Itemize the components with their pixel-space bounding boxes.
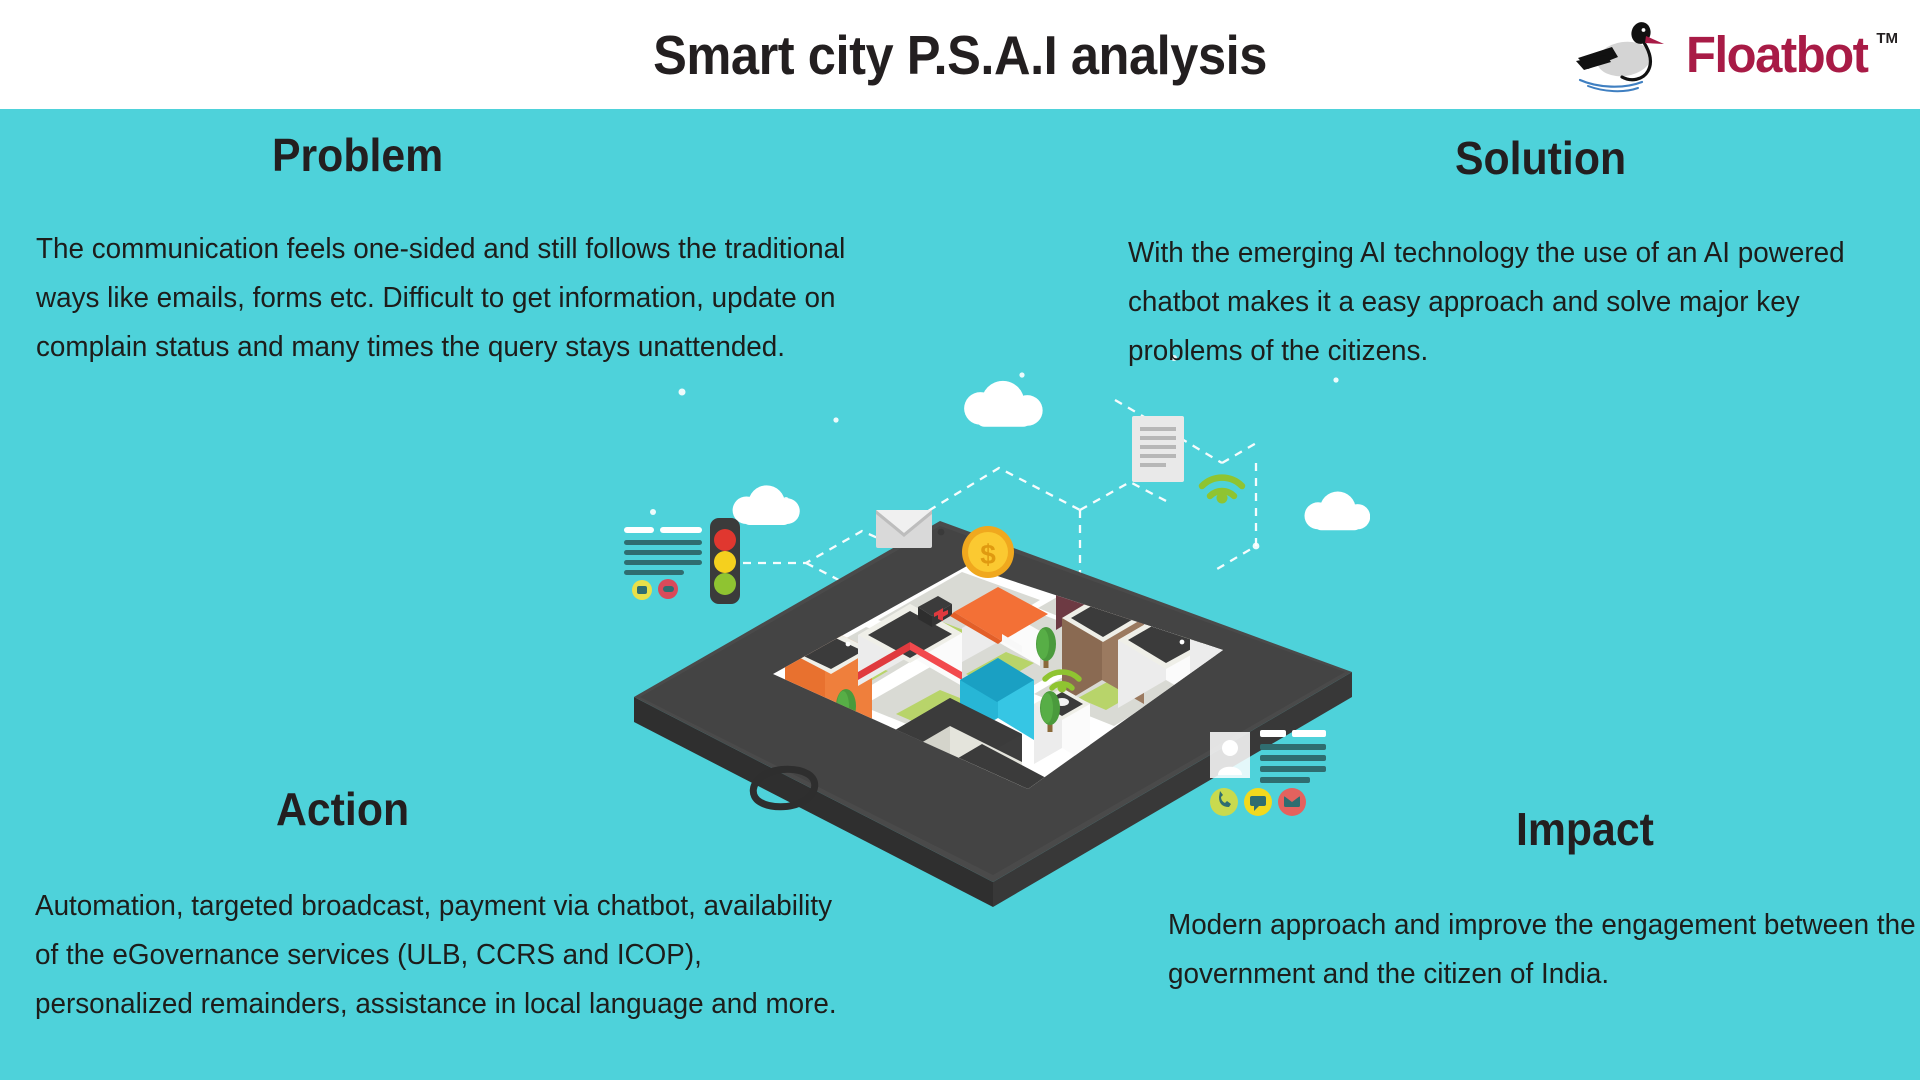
mail-circle-icon xyxy=(1278,788,1306,816)
impact-text: Modern approach and improve the engageme… xyxy=(1168,909,1916,990)
page-title: Smart city P.S.A.I analysis xyxy=(653,23,1267,86)
problem-text: The communication feels one-sided and st… xyxy=(36,233,846,363)
action-heading: Action xyxy=(276,783,410,835)
action-text: Automation, targeted broadcast, payment … xyxy=(35,890,837,1020)
hospital-cross-icon xyxy=(918,596,952,627)
smart-city-illustration: $ xyxy=(610,350,1370,910)
traffic-light-icon xyxy=(710,518,740,604)
home-button-icon xyxy=(749,765,819,811)
contact-action-icons xyxy=(1210,788,1306,816)
phone-circle-icon xyxy=(1210,788,1238,816)
trademark-mark: TM xyxy=(1876,29,1898,47)
building-hospital xyxy=(858,596,962,789)
wifi-icon xyxy=(1198,474,1246,504)
solution-heading: Solution xyxy=(1455,132,1627,184)
floatbot-logo: Floatbot TM xyxy=(1576,12,1898,96)
problem-heading: Problem xyxy=(272,129,444,181)
header-bar: Smart city P.S.A.I analysis xyxy=(0,0,1920,109)
coin-symbol: $ xyxy=(980,539,996,570)
logo-wordmark: Floatbot xyxy=(1686,25,1869,83)
building-orange-roof-house xyxy=(950,587,1048,666)
info-card-icon xyxy=(624,527,702,600)
solution-text: With the emerging AI technology the use … xyxy=(1128,237,1845,367)
cloud-icon xyxy=(732,380,1370,531)
impact-heading: Impact xyxy=(1516,803,1654,855)
swan-bird-icon xyxy=(1572,14,1684,94)
wifi-icon-secondary xyxy=(1042,669,1082,693)
chat-circle-icon xyxy=(1244,788,1272,816)
envelope-icon xyxy=(876,510,932,548)
coin-dollar-icon: $ xyxy=(962,526,1014,578)
document-icon xyxy=(1132,416,1184,482)
contact-card-icon xyxy=(1210,730,1326,783)
